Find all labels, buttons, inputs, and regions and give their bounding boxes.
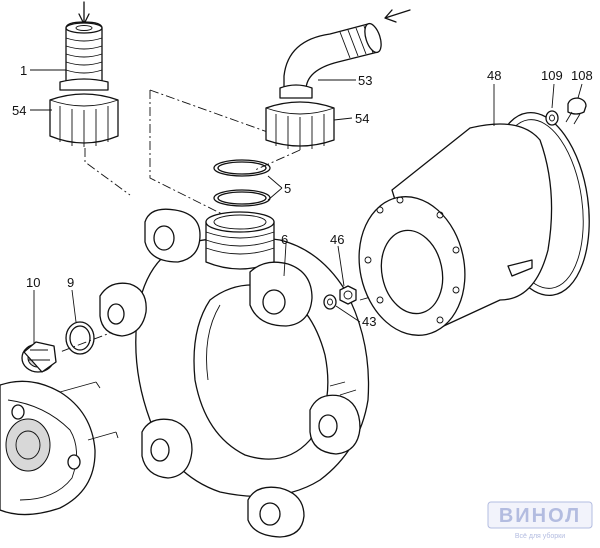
- part-53-elbow-nipple: [279, 9, 411, 99]
- part-10-valve: [21, 341, 57, 373]
- callout-5: 5: [284, 181, 291, 196]
- callout-labels: 1 54 53 54 48 109 108 5 6 46 43 10 9: [12, 63, 593, 329]
- adjacent-pump-head: [0, 380, 119, 516]
- part-109-washer: [545, 110, 559, 126]
- callout-1: 1: [20, 63, 27, 78]
- part-1-hose-nipple: [65, 1, 103, 83]
- watermark-tagline: Всё для уборки: [515, 532, 565, 540]
- callout-109: 109: [541, 68, 563, 83]
- part-43-washer: [323, 294, 337, 310]
- callout-48: 48: [487, 68, 501, 83]
- callout-leaders: [30, 69, 583, 344]
- part-108-screw: [565, 97, 587, 125]
- callout-53: 53: [358, 73, 372, 88]
- part-6-pump-housing: [99, 208, 370, 538]
- part-48-motor-housing: [358, 112, 590, 336]
- callout-108: 108: [571, 68, 593, 83]
- callout-9: 9: [67, 275, 74, 290]
- callout-46: 46: [330, 232, 344, 247]
- callout-54-right: 54: [355, 111, 369, 126]
- callout-43: 43: [362, 314, 376, 329]
- part-54-union-nut-right: [265, 101, 335, 150]
- watermark-logo-text: ВИНОЛ: [499, 505, 581, 527]
- part-46-nut: [339, 285, 357, 305]
- part-9-o-ring: [65, 321, 95, 355]
- callout-6: 6: [281, 232, 288, 247]
- watermark-logo: ВИНОЛ Всё для уборки: [487, 501, 593, 540]
- callout-10: 10: [26, 275, 40, 290]
- part-54-union-nut-left: [49, 78, 119, 147]
- callout-54-left: 54: [12, 103, 26, 118]
